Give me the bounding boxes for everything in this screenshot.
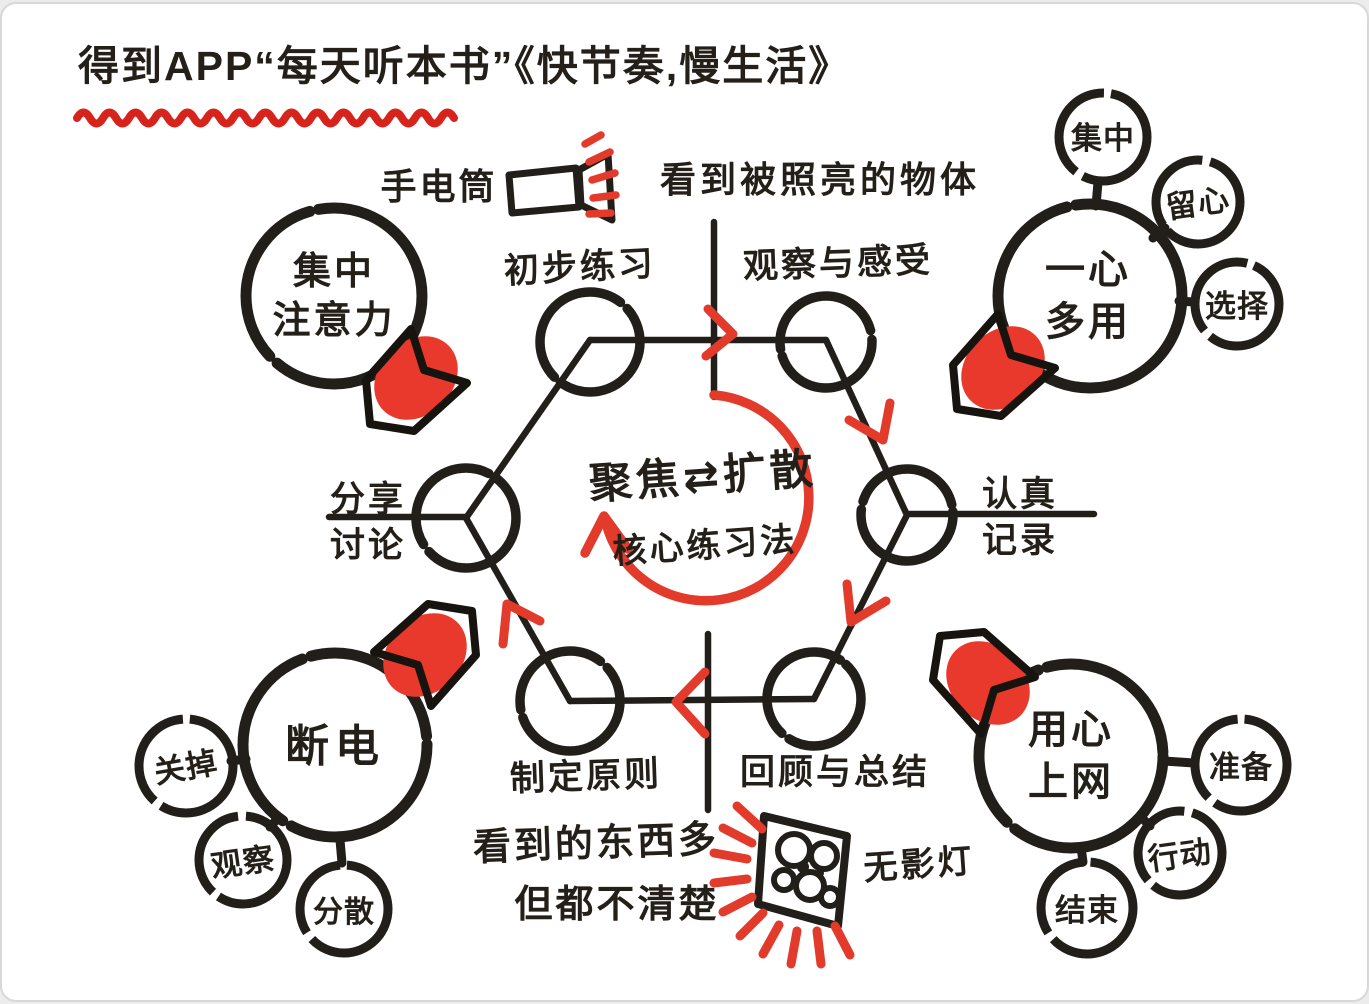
cluster-power-off [134, 600, 480, 958]
cluster-label-mindful-online: 用心 上网 [1028, 708, 1114, 804]
title-underline [73, 108, 458, 128]
node-label-record-carefully: 认真 记录 [981, 475, 1059, 560]
arrow-power-off [370, 600, 480, 710]
cluster-focus-attention [240, 202, 471, 435]
cluster-connectors [1091, 177, 1199, 307]
page-title: 得到APP“每天听本书”《快节奏,慢生活》 [78, 43, 852, 89]
cluster-connectors [226, 754, 347, 868]
satellite-label-concentrate: 集中 [1071, 121, 1135, 156]
cycle-circle [580, 390, 814, 606]
node-label-share-discuss: 分享 讨论 [329, 480, 407, 565]
flashlight-icon [505, 131, 620, 224]
lamp-rays [709, 801, 855, 969]
hexagon-node-circles [411, 287, 958, 756]
cluster-label-power-off: 断电 [285, 722, 385, 771]
cluster-multitask [949, 88, 1284, 420]
lamp-label: 无影灯 [862, 842, 976, 888]
cluster-label-multitask: 一心 多用 [1045, 248, 1131, 344]
node-label-preliminary-practice: 初步练习 [503, 244, 657, 291]
torch-result-label: 看到被照亮的物体 [660, 159, 981, 200]
node-label-set-principles: 制定原则 [509, 754, 663, 799]
shadowless-lamp-icon [709, 801, 855, 969]
satellite-label-finish: 结束 [1055, 893, 1119, 928]
arrow-mindful-online [929, 628, 1039, 738]
arrow-multitask [949, 310, 1059, 420]
flow-arrowheads [498, 304, 895, 739]
satellite-label-scatter: 分散 [313, 896, 375, 929]
flashlight-rays [581, 131, 620, 218]
lamp-caption-line1: 看到的东西多 [472, 818, 720, 870]
cluster-mindful-online [929, 628, 1292, 959]
satellite-label-prepare: 准备 [1209, 750, 1273, 785]
cluster-connectors [1076, 756, 1199, 867]
sketch-artwork [73, 88, 1292, 969]
satellite-label-choose: 选择 [1205, 289, 1269, 324]
node-label-review-summarize: 回顾与总结 [739, 753, 931, 792]
lamp-caption-line2: 但都不清楚 [514, 884, 720, 926]
node-label-observe-feel: 观察与感受 [742, 240, 934, 287]
cluster-label-focus-attention: 集中 注意力 [272, 251, 396, 343]
torch-label: 手电筒 [380, 166, 498, 207]
arrow-focus [362, 325, 471, 435]
